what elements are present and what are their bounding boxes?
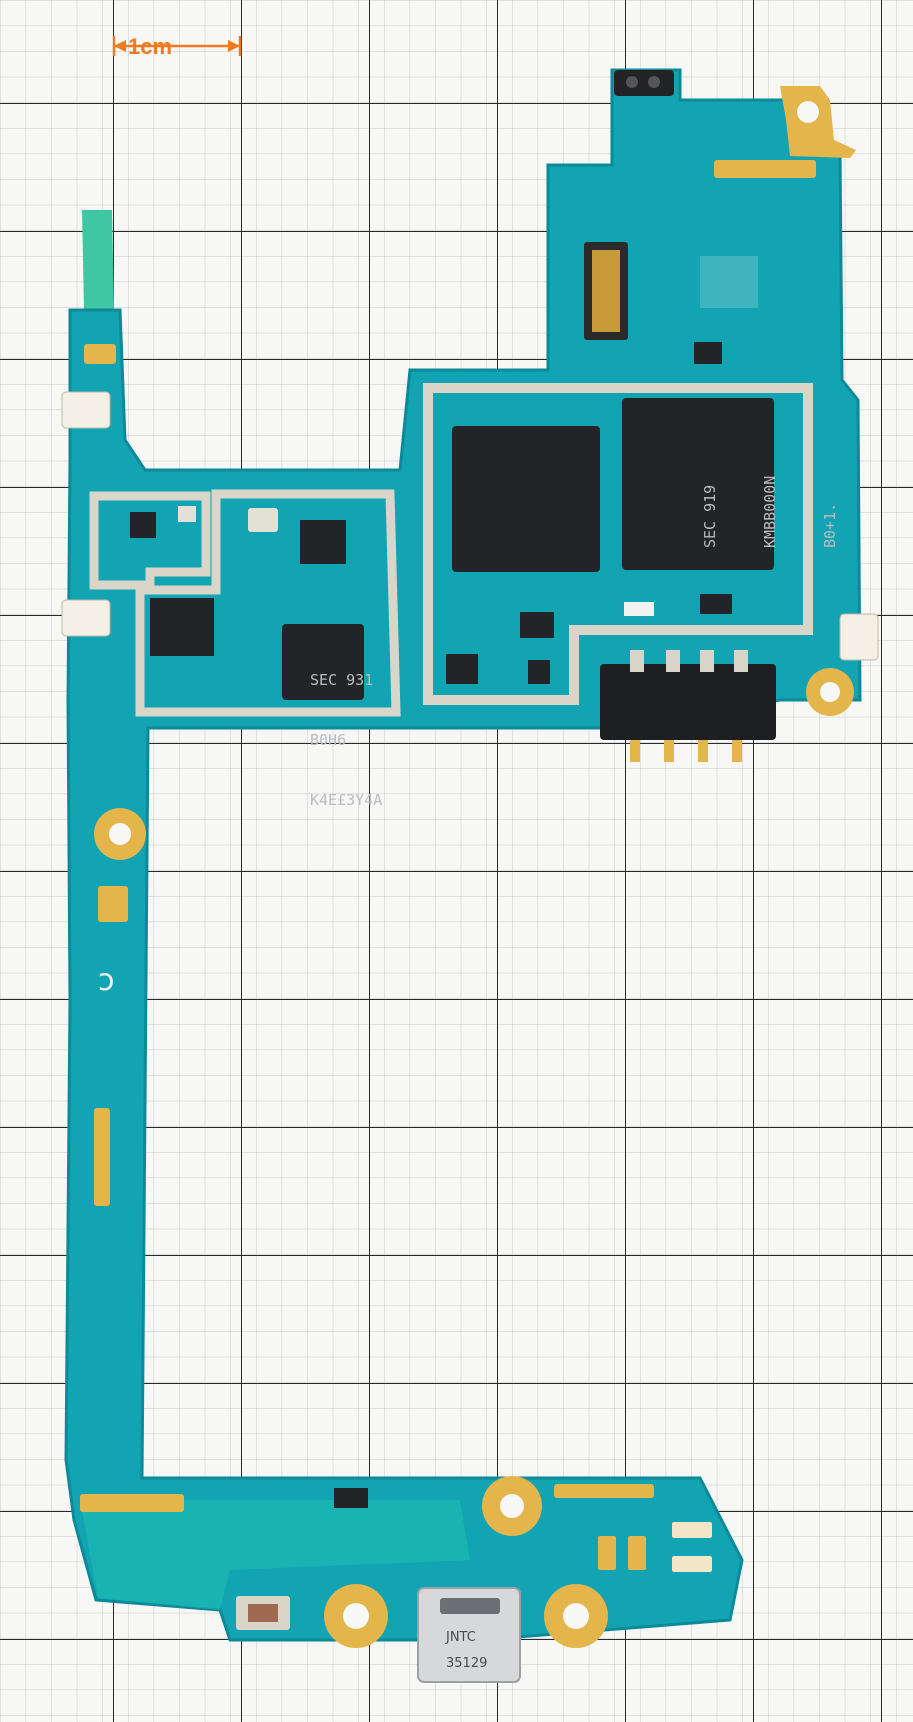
flash-chip-line-1: SEC 919 bbox=[701, 484, 719, 548]
scale-bar bbox=[112, 36, 242, 56]
flash-chip-line-3: B0+1. bbox=[821, 502, 839, 548]
shield-frame-right bbox=[423, 383, 813, 705]
shield-frame-left bbox=[89, 489, 401, 717]
ram-chip-line-1: SEC 931 bbox=[310, 671, 374, 689]
usb-line-1: JNTC bbox=[446, 1630, 476, 1645]
flash-chip-line-2: KMBB000N bbox=[761, 475, 779, 548]
svg-text:ↄ: ↄ bbox=[98, 963, 114, 998]
antenna-tab bbox=[82, 210, 114, 310]
usb-connector bbox=[417, 1587, 521, 1683]
mount-hole-right bbox=[806, 668, 854, 716]
flash-chip-marking: SEC 919 KMBB000N B0+1. bbox=[660, 476, 860, 548]
usb-line-2: 35129 bbox=[446, 1656, 488, 1671]
ram-chip-line-2: B0H6 bbox=[310, 731, 347, 749]
bottom-board-section bbox=[80, 1500, 470, 1610]
flash-chip bbox=[622, 398, 774, 570]
ram-chip-line-3: K4E£3Y4A bbox=[310, 791, 383, 809]
ram-chip-marking: SEC 931 B0H6 K4E£3Y4A bbox=[310, 630, 382, 830]
right-board-parts bbox=[446, 594, 879, 684]
upper-board-parts bbox=[584, 70, 856, 364]
usb-connector-marking: JNTC 35129 bbox=[446, 1630, 487, 1672]
scale-bar-label: 1cm bbox=[128, 34, 173, 59]
battery-connector bbox=[600, 650, 776, 762]
ram-chip bbox=[282, 624, 364, 700]
left-rail-parts: ↄ bbox=[61, 344, 146, 1206]
bottom-board-parts bbox=[80, 1476, 712, 1648]
